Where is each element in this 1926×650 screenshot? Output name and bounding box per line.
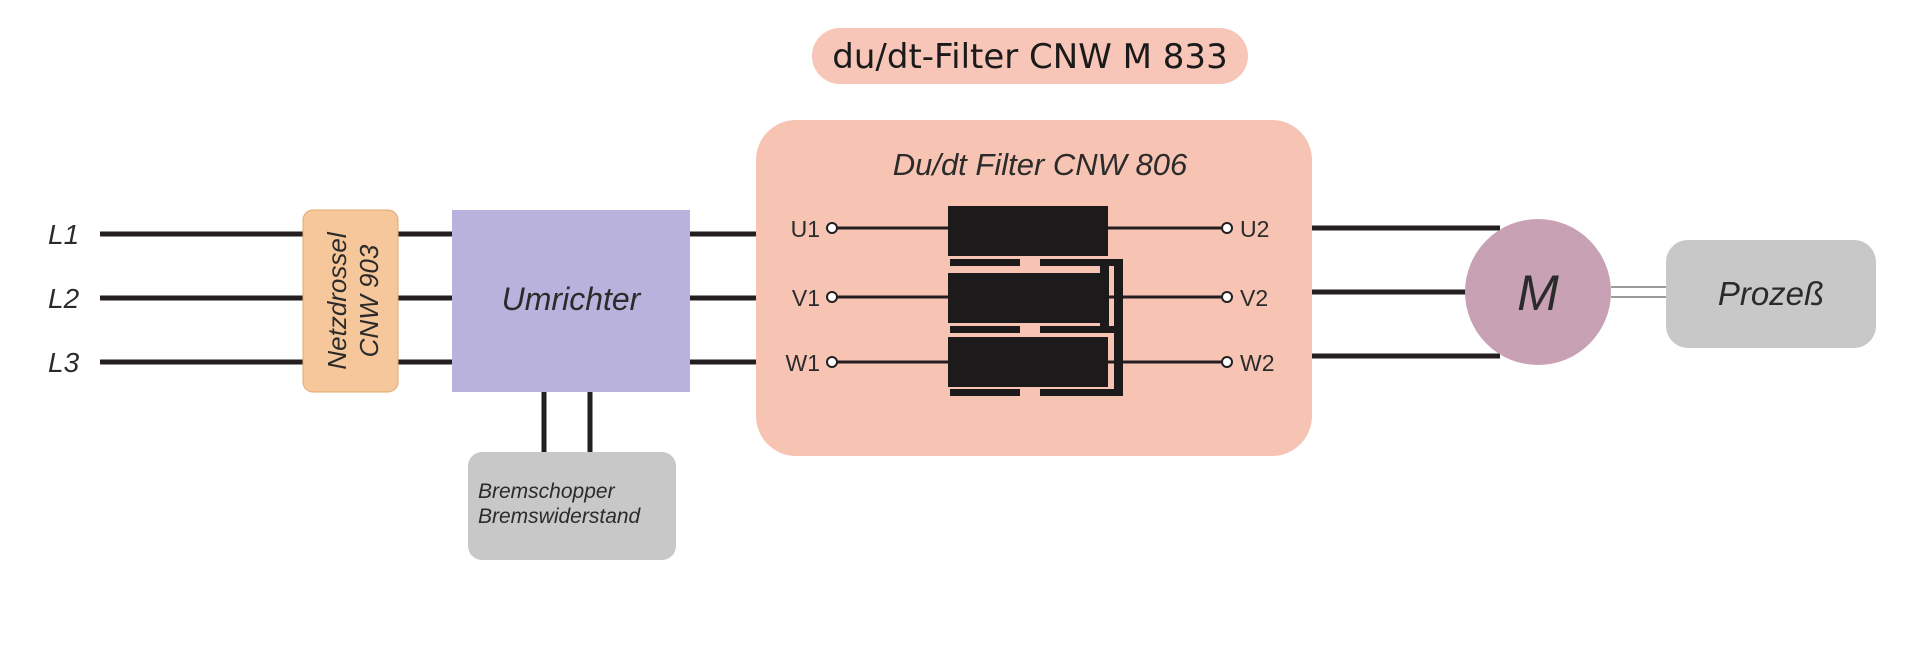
choke-core-v xyxy=(948,273,1108,323)
terminal-u1 xyxy=(826,222,838,234)
motor-label: M xyxy=(1517,265,1559,321)
core-frame-inner xyxy=(1100,266,1109,326)
bremse-label-chopper: Bremschopper xyxy=(478,480,616,503)
line-label-l1: L1 xyxy=(48,219,79,250)
terminal-label-u1: U1 xyxy=(791,216,820,242)
prozess-box xyxy=(1666,240,1876,348)
line-label-l2: L2 xyxy=(48,283,80,314)
terminal-w1 xyxy=(826,356,838,368)
core-gap-bar xyxy=(1040,259,1120,266)
netzdrossel-label-name: Netzdrossel xyxy=(322,231,352,369)
line-label-l3: L3 xyxy=(48,347,80,378)
terminal-label-v1: V1 xyxy=(792,285,820,311)
core-gap-bar xyxy=(1040,389,1120,396)
terminal-w2 xyxy=(1221,356,1233,368)
core-gap-bar xyxy=(950,259,1020,266)
core-gap-bar xyxy=(950,326,1020,333)
terminal-v2 xyxy=(1221,291,1233,303)
umrichter-box xyxy=(452,210,690,392)
filter-title: Du/dt Filter CNW 806 xyxy=(893,147,1188,182)
umrichter-label: Umrichter xyxy=(502,281,642,317)
choke-core-u xyxy=(948,206,1108,256)
terminal-u2 xyxy=(1221,222,1233,234)
terminal-v1 xyxy=(826,291,838,303)
terminal-label-w2: W2 xyxy=(1240,350,1275,376)
core-frame-right xyxy=(1114,259,1123,396)
terminal-label-w1: W1 xyxy=(786,350,821,376)
terminal-label-v2: V2 xyxy=(1240,285,1268,311)
bremse-box xyxy=(468,452,676,560)
diagram-title: du/dt-Filter CNW M 833 xyxy=(832,37,1227,77)
prozess-label: Prozeß xyxy=(1718,275,1824,312)
title-pill xyxy=(812,28,1248,84)
core-gap-bar xyxy=(1040,326,1120,333)
netzdrossel-box xyxy=(302,209,399,393)
netzdrossel-label-type: CNW 903 xyxy=(354,244,384,357)
motor-circle xyxy=(1465,219,1611,365)
choke-core-w xyxy=(948,337,1108,387)
terminal-label-u2: U2 xyxy=(1240,216,1269,242)
core-gap-bar xyxy=(950,389,1020,396)
bremse-label-resistor: Bremswiderstand xyxy=(478,505,642,528)
